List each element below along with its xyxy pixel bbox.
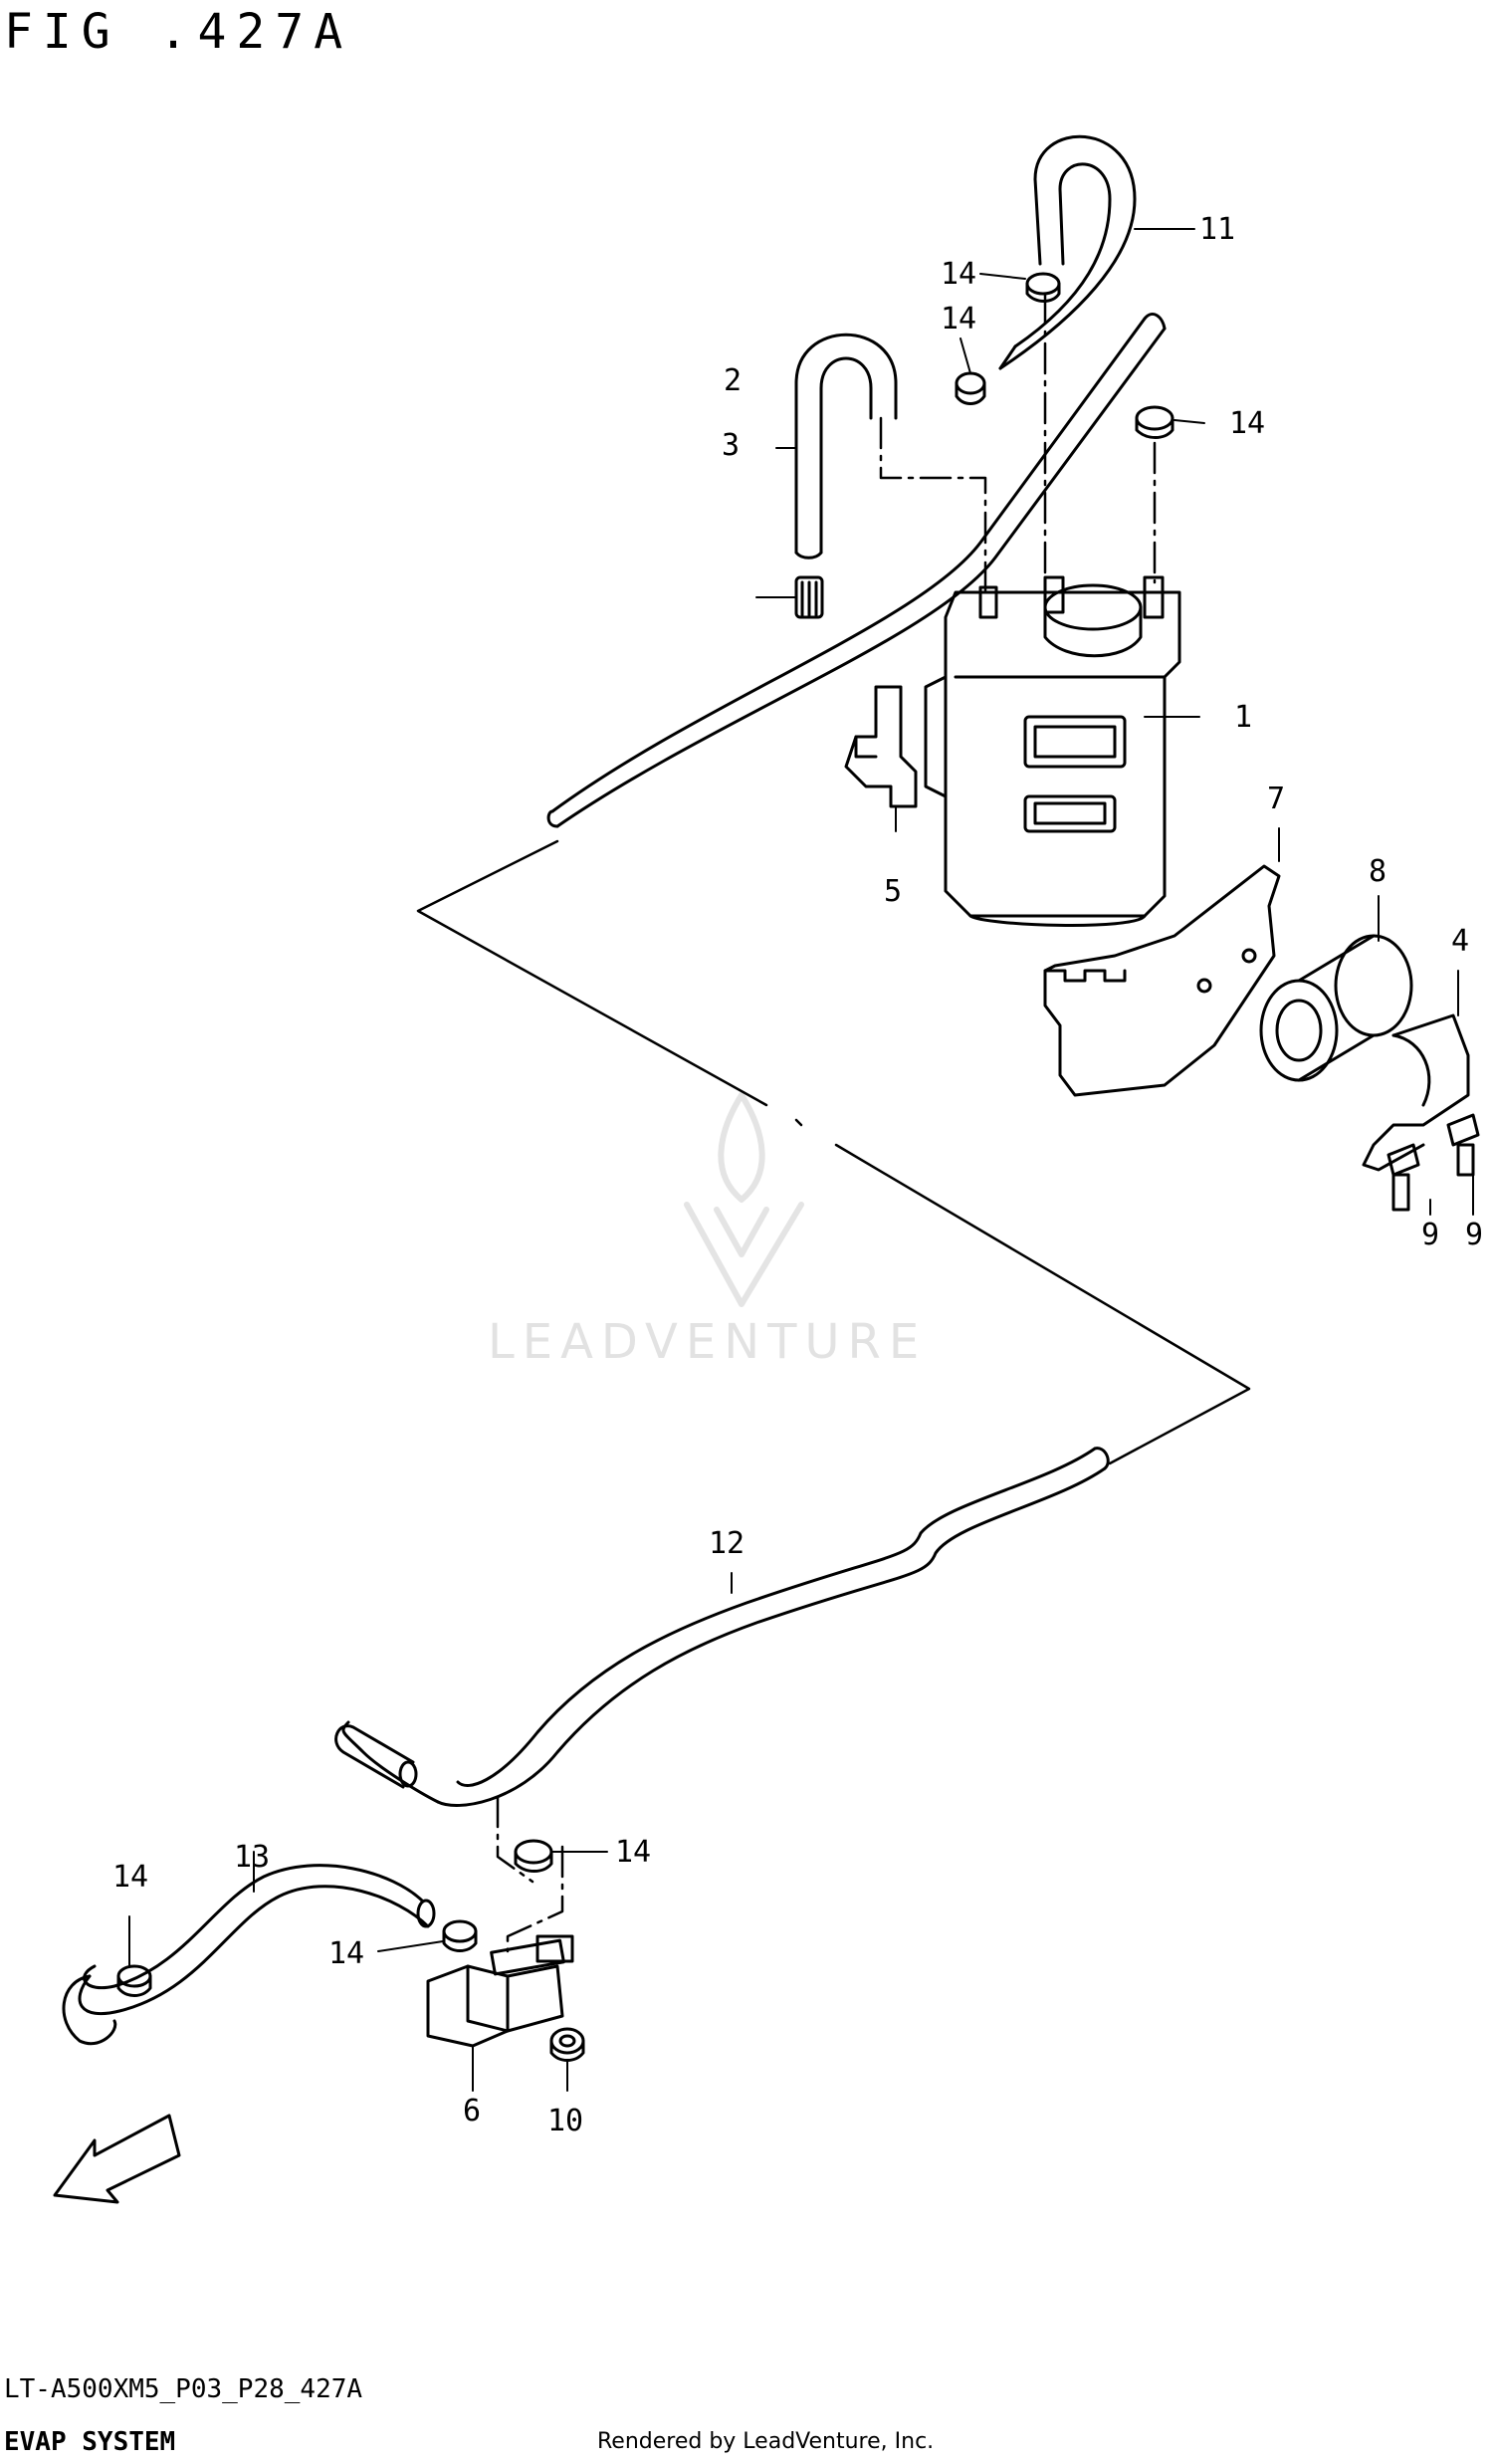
callout-12: 12 <box>709 1526 745 1561</box>
hose-part-12 <box>341 1447 1110 1807</box>
callout-4: 4 <box>1451 924 1469 959</box>
damper-part-8 <box>1259 934 1413 1082</box>
callout-9a: 9 <box>1421 1218 1439 1252</box>
callout-8: 8 <box>1369 854 1386 889</box>
callout-6: 6 <box>463 2094 481 2128</box>
callout-14e: 14 <box>328 1936 364 1971</box>
section-title: EVAP SYSTEM <box>4 2427 176 2457</box>
callout-14c: 14 <box>1229 406 1265 441</box>
valve-part-6 <box>426 1934 574 2048</box>
callout-9b: 9 <box>1465 1218 1483 1252</box>
clamp-part-14c <box>1135 405 1174 439</box>
callout-leaders <box>128 228 1474 2092</box>
callout-2: 2 <box>724 363 742 398</box>
callout-14a: 14 <box>941 257 976 292</box>
hose-part-11 <box>998 134 1137 370</box>
clamp-part-14f <box>116 1964 152 1997</box>
callout-14d: 14 <box>615 1835 651 1870</box>
purge-hose-upper <box>546 313 1167 828</box>
callout-7: 7 <box>1267 782 1285 816</box>
hose-part-3 <box>794 333 898 560</box>
model-code: LT-A500XM5_P03_P28_427A <box>4 2374 363 2404</box>
callout-5: 5 <box>884 874 902 909</box>
callout-1: 1 <box>1234 700 1252 735</box>
bracket-part-7 <box>1043 864 1281 1097</box>
clamp-part-14b <box>955 371 986 405</box>
watermark-text: LEADVENTURE <box>488 1314 928 1370</box>
bolt-part-9b <box>1446 1113 1480 1177</box>
callout-13: 13 <box>234 1840 270 1875</box>
bolt-part-9a <box>1386 1143 1420 1212</box>
nut-part-10 <box>549 2027 585 2062</box>
canister-part-1 <box>924 575 1181 927</box>
filter-part-2 <box>794 575 824 619</box>
hose-part-13 <box>62 1864 436 2045</box>
callout-11: 11 <box>1199 212 1235 247</box>
figure-title: FIG .427A <box>4 4 353 60</box>
bracket-part-5 <box>844 685 918 808</box>
fwd-arrow-icon <box>53 2114 181 2204</box>
elbow-hose <box>334 1724 418 1789</box>
fwd-label: FWD <box>88 2139 147 2190</box>
clamp-part-14a <box>1025 272 1061 303</box>
clamp-part-14d <box>514 1839 553 1873</box>
callout-10: 10 <box>547 2104 583 2138</box>
watermark-logo <box>684 1092 804 1307</box>
clamp-part-14e <box>442 1919 478 1952</box>
callout-14f: 14 <box>112 1860 148 1895</box>
assembly-guide-lines <box>416 292 1251 1953</box>
rendered-by: Rendered by LeadVenture, Inc. <box>597 2429 935 2454</box>
callout-14b: 14 <box>941 302 976 336</box>
clamp-part-4 <box>1362 1013 1470 1172</box>
callout-3: 3 <box>722 428 740 463</box>
